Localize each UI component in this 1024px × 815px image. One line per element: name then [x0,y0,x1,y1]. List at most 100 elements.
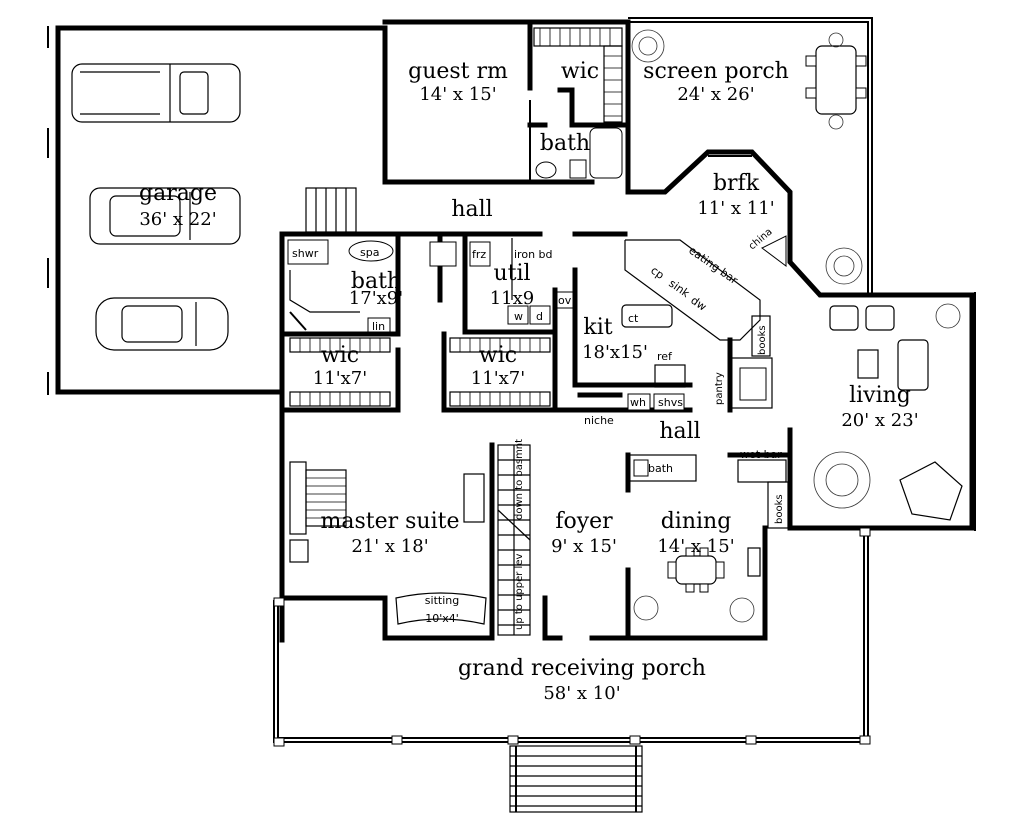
piano-icon [899,461,963,521]
w-label: w [514,310,523,323]
wic-mid-label: wic [479,343,517,368]
closet-shelf [299,338,381,406]
sitting-label: sitting [425,594,459,607]
stairs-down-label: down to basmnt [514,439,525,520]
center-island [621,304,673,328]
dining-label: dining [661,509,732,534]
util-area: frz iron bd w d util 11x9 [429,231,578,335]
stair-treads [498,459,530,626]
brfk-dim: 11' x 11' [697,198,774,219]
toilet-icon [429,241,457,267]
screen-porch-dim: 24' x 26' [677,84,754,105]
wic-left-area: wic 11'x7' [279,331,401,413]
dw-label: dw [688,294,709,314]
living-label: living [849,383,911,408]
wic-left-dim: 11'x7' [313,368,367,389]
bath-top-label: bath [540,131,590,156]
tub-icon [589,127,623,179]
dining-dim: 14' x 15' [657,536,734,557]
sitting-dim: 10'x4' [425,612,459,625]
shvs-label: shvs [658,396,683,409]
stairs-up-label: up to upper lev [514,554,525,630]
cp-label: cp [648,264,666,282]
front-steps [509,745,643,813]
guest-wing: guest rm 14' x 15' wic bath [382,19,631,195]
porch-area: grand receiving porch 58' x 10' [273,527,871,813]
spa-label: spa [360,246,379,259]
toilet-icon [535,161,557,179]
master-bath-area: shwr spa lin bath 17'x9' [279,231,403,643]
eating-bar-label: eating bar [686,244,740,287]
ref-label: ref [657,350,673,363]
master-suite-label: master suite [321,509,460,534]
side-steps [305,187,357,233]
kit-label: kit [583,315,612,340]
hall-mid-label: hall [659,419,700,444]
iron-bd-label: iron bd [514,248,553,261]
foyer-area: down to basmnt up to upper lev foyer 9' … [497,439,631,641]
dining-area: bath wet bar books dining 14' x 15' [625,448,793,641]
guest-room-label: guest rm [408,59,508,84]
closet-shelf [459,338,541,406]
garage-area: garage 36' x 22' [47,25,388,395]
plant-icon [813,451,871,509]
master-bath-label: bath [351,269,401,294]
small-bath-label: bath [648,462,673,475]
wic-left-label: wic [321,343,359,368]
master-suite-area: master suite 21' x 18' sitting 10'x4' [279,442,495,641]
spa-tub-icon [348,240,394,262]
porch-dim: 58' x 10' [543,683,620,704]
garage-dim: 36' x 22' [139,209,216,230]
water-heater-icon [627,393,651,411]
wet-bar-label: wet bar [740,448,782,461]
wic-top-label: wic [561,59,599,84]
niche-label: niche [584,414,614,427]
closet-shelf [539,28,622,117]
kit-dim: 18'x15' [582,342,648,363]
ct-label: ct [628,312,639,325]
wic-mid-dim: 11'x7' [471,368,525,389]
fireplace-icon [739,367,767,401]
screen-porch-area: screen porch 24' x 26' [628,17,873,295]
wic-mid-area: wic 11'x7' [441,331,558,413]
sitting-bench [395,592,487,625]
d-label: d [536,310,543,323]
bed-icon [305,469,347,527]
screen-porch-label: screen porch [643,59,789,84]
foyer-dim: 9' x 15' [551,536,617,557]
breakfast-area: brfk 11' x 11' china [625,149,975,298]
freezer-icon [469,241,491,267]
master-bath-dim: 17'x9' [349,288,403,309]
living-area: living 20' x 23' [787,292,976,531]
dining-set-icon [805,32,867,130]
porch-label: grand receiving porch [458,656,706,681]
kitchen-area: ov ct ref eating bar cp sink dw books pa… [556,239,773,413]
sofa-icon [897,339,929,391]
car-icon [95,297,229,351]
living-dim: 20' x 23' [841,410,918,431]
books-dining-label: books [774,494,785,524]
foyer-label: foyer [555,509,613,534]
master-suite-dim: 21' x 18' [351,536,428,557]
brfk-label: brfk [713,171,760,196]
util-label: util [493,261,530,286]
dryer-icon [529,305,551,325]
frz-label: frz [472,248,486,261]
wh-label: wh [630,396,646,409]
sink-label: sink [666,277,692,301]
shwr-label: shwr [292,247,319,260]
util-dim: 11x9 [490,288,535,309]
hall-mid-area: niche wh shvs hall [552,392,701,444]
garage-label: garage [139,181,217,206]
hall-top-label: hall [451,197,492,222]
guest-room-dim: 14' x 15' [419,84,496,105]
suv-icon [89,187,241,245]
truck-icon [71,63,241,123]
bed-hatch [306,477,346,519]
china-cabinet [761,235,787,267]
washer-icon [507,305,529,325]
pantry-label: pantry [714,372,725,405]
sink-icon [569,159,587,179]
books-kit-label: books [757,325,768,355]
